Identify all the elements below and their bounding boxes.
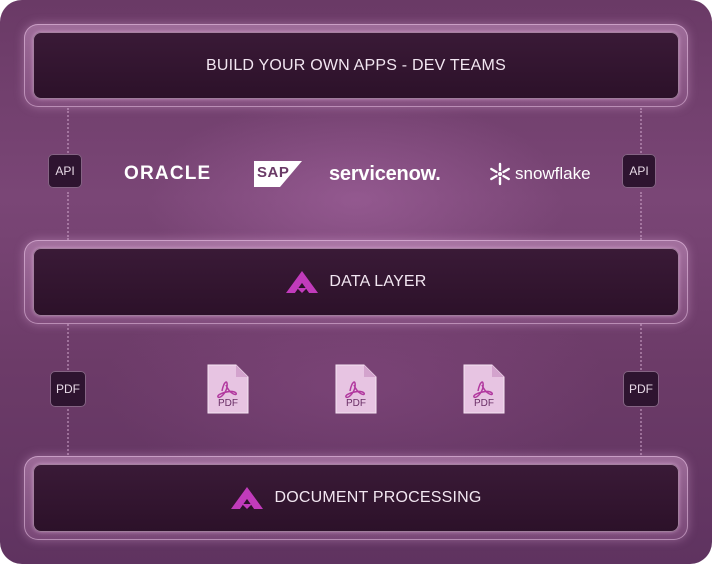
sap-logo-shape bbox=[254, 161, 302, 187]
snowflake-icon bbox=[490, 162, 510, 186]
connector-line bbox=[640, 108, 642, 153]
pdf-tag-left: PDF bbox=[50, 371, 86, 407]
layer-document-processing-label: DOCUMENT PROCESSING bbox=[274, 489, 482, 506]
brand-logo-icon bbox=[231, 487, 264, 509]
layer-dev-teams: BUILD YOUR OWN APPS - DEV TEAMS bbox=[24, 24, 688, 107]
oracle-logo: ORACLE bbox=[124, 158, 211, 190]
layer-document-processing: DOCUMENT PROCESSING bbox=[24, 456, 688, 540]
layer-dev-teams-label: BUILD YOUR OWN APPS - DEV TEAMS bbox=[206, 56, 506, 74]
layer-data-label: DATA LAYER bbox=[329, 273, 427, 290]
api-tag-right: API bbox=[622, 154, 656, 188]
connector-line bbox=[67, 409, 69, 455]
sap-logo: SAP bbox=[254, 158, 302, 190]
layer-data-panel: DATA LAYER bbox=[33, 248, 679, 316]
pdf-file-label: PDF bbox=[474, 398, 494, 409]
connector-line bbox=[67, 324, 69, 370]
pdf-file-icon: PDF bbox=[334, 363, 378, 415]
servicenow-logo: servicenow. bbox=[329, 158, 441, 190]
connector-line bbox=[640, 192, 642, 240]
servicenow-logo-text: servicenow. bbox=[329, 162, 441, 185]
connector-line bbox=[67, 192, 69, 240]
api-tag-left: API bbox=[48, 154, 82, 188]
layer-document-processing-panel: DOCUMENT PROCESSING bbox=[33, 464, 679, 532]
connector-line bbox=[67, 108, 69, 153]
pdf-file-icon: PDF bbox=[206, 363, 250, 415]
layer-data: DATA LAYER bbox=[24, 240, 688, 324]
pdf-file-label: PDF bbox=[346, 398, 366, 409]
snowflake-logo-text: snowflake bbox=[515, 164, 591, 183]
brand-logo-icon bbox=[286, 271, 319, 293]
snowflake-logo: snowflake bbox=[488, 158, 591, 190]
layer-dev-teams-panel: BUILD YOUR OWN APPS - DEV TEAMS bbox=[33, 32, 679, 99]
sap-logo-text: SAP bbox=[257, 164, 290, 181]
connector-line bbox=[640, 409, 642, 455]
oracle-logo-text: ORACLE bbox=[124, 163, 212, 184]
pdf-file-label: PDF bbox=[218, 398, 238, 409]
pdf-tag-right: PDF bbox=[623, 371, 659, 407]
connector-line bbox=[640, 324, 642, 370]
pdf-file-icon: PDF bbox=[462, 363, 506, 415]
